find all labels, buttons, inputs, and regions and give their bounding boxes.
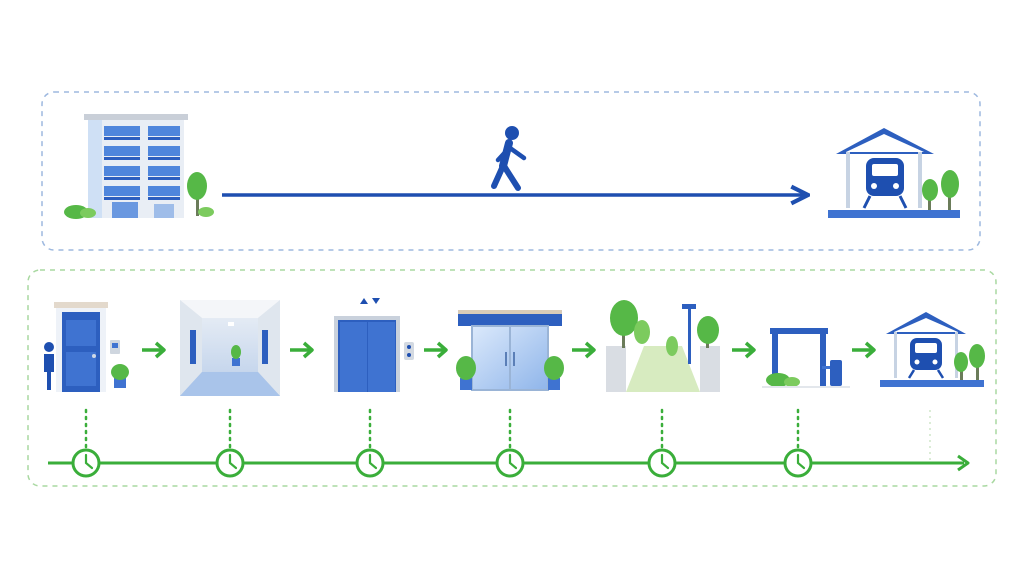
step-arrow-icon: [142, 341, 166, 359]
hallway-icon: [180, 300, 280, 396]
clock-icon: [495, 448, 525, 478]
step-arrow-icon: [424, 341, 448, 359]
train-station-icon: [880, 312, 985, 387]
apartment-building-icon: [64, 114, 188, 219]
clock-icon: [647, 448, 677, 478]
park-path-icon: [606, 300, 720, 392]
overview-panel: [41, 91, 981, 251]
elevator-icon: [334, 298, 414, 392]
walking-person-icon: [491, 126, 527, 191]
step-arrow-icon: [852, 341, 876, 359]
clock-icon: [71, 448, 101, 478]
step-arrow-icon: [732, 341, 756, 359]
step-arrow-icon: [290, 341, 314, 359]
tree-icon: [187, 172, 214, 217]
apartment-door-icon: [44, 302, 129, 392]
timeline: [48, 408, 970, 478]
timeline-arrowhead: [957, 454, 970, 472]
train-station-icon: [828, 128, 960, 218]
clock-icon: [355, 448, 385, 478]
clock-icon: [783, 448, 813, 478]
detailed-route-panel: [27, 269, 997, 487]
building-entrance-icon: [456, 310, 564, 391]
station-gate-icon: [762, 328, 850, 388]
step-arrow-icon: [572, 341, 596, 359]
step-arrows: [142, 341, 876, 359]
clock-icon: [215, 448, 245, 478]
